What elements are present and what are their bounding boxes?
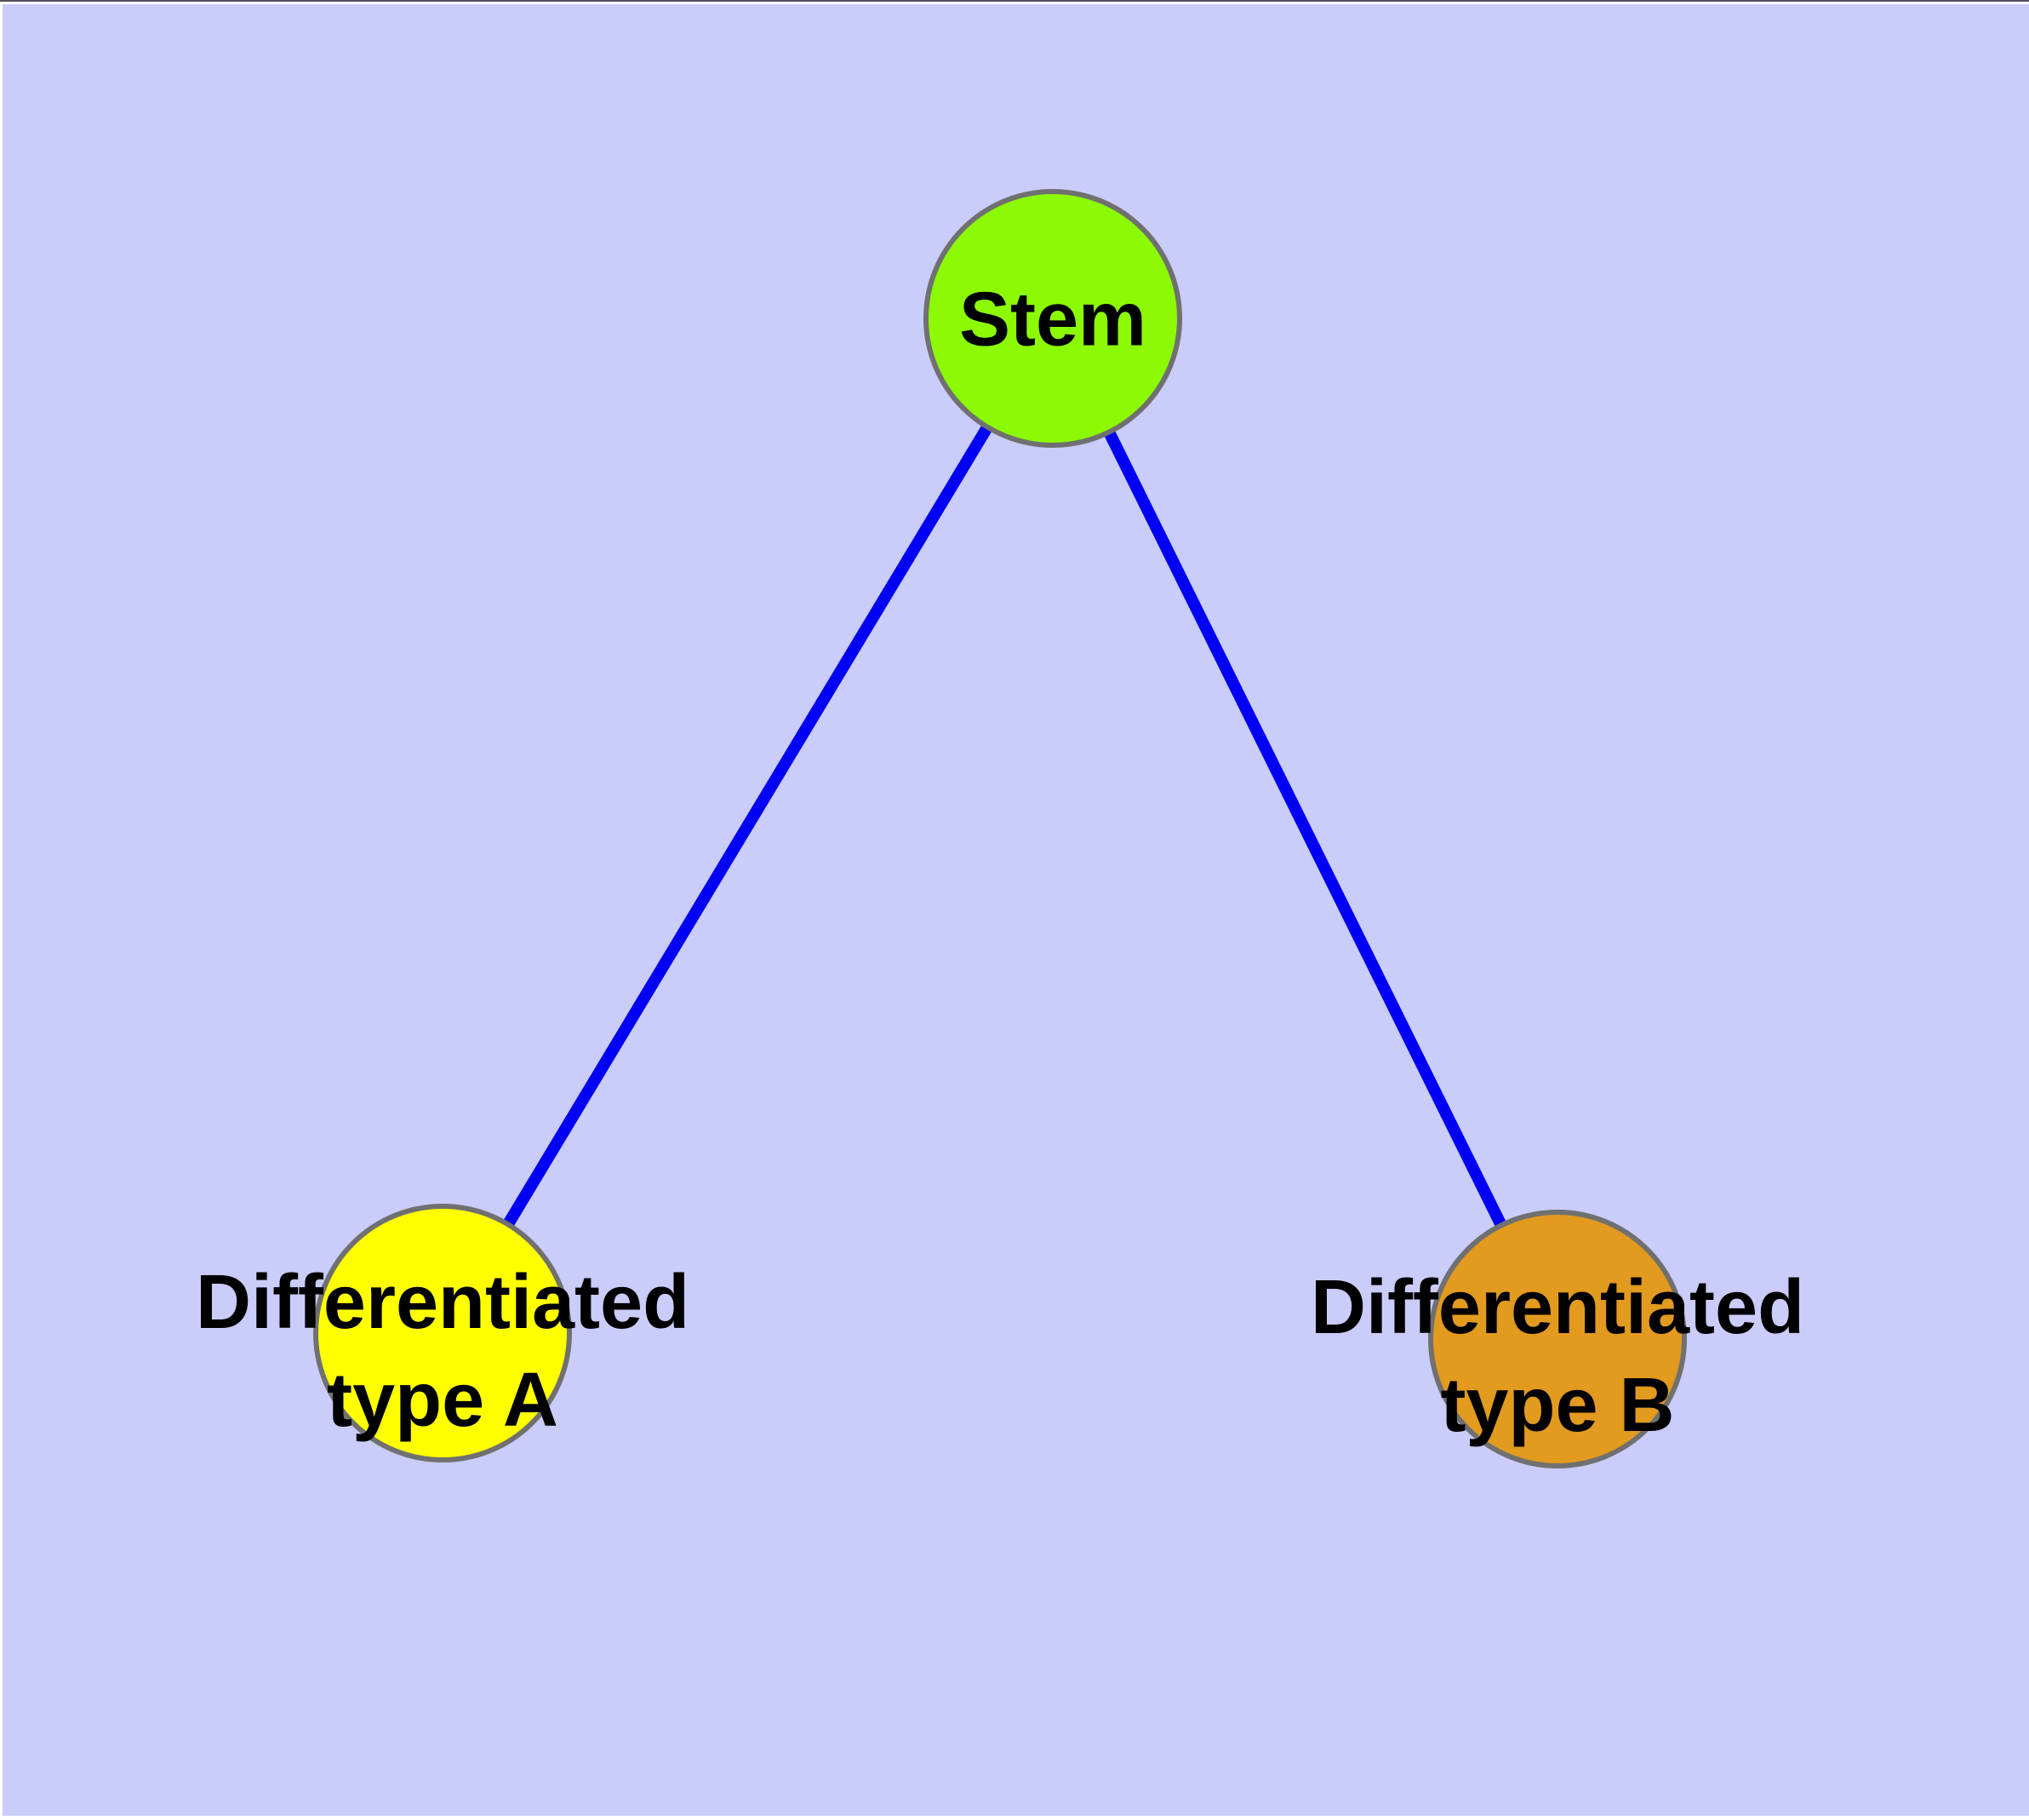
node-label-line: Differentiated xyxy=(195,1260,690,1345)
node-label-stem: Stem xyxy=(959,272,1146,369)
node-label-line: type A xyxy=(327,1358,558,1443)
node-label-line: type B xyxy=(1440,1363,1675,1448)
edge-stem-to-type-a xyxy=(437,315,1058,1336)
node-label-line: Stem xyxy=(958,277,1147,363)
window-top-edge xyxy=(0,0,2029,2)
node-label-differentiated-type-b: Differentiated type B xyxy=(1311,1259,1804,1455)
node-stem xyxy=(923,189,1182,448)
node-differentiated-type-a xyxy=(313,1204,572,1462)
node-label-differentiated-type-a: Differentiated type A xyxy=(196,1254,689,1450)
edge-stem-to-type-b xyxy=(1047,315,1563,1342)
node-differentiated-type-b xyxy=(1428,1210,1687,1468)
node-label-line: Differentiated xyxy=(1310,1265,1805,1350)
